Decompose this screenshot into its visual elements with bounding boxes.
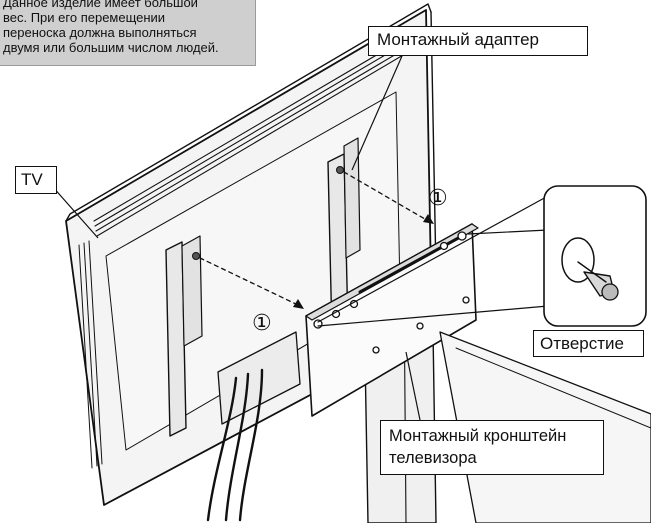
tv-bracket-label-line-2: телевизора xyxy=(389,449,477,467)
step-marker-left: ① xyxy=(252,311,272,336)
mounting-adapter-label: Монтажный адаптер xyxy=(368,26,588,56)
right-tv-bracket-tab xyxy=(343,137,361,259)
weight-warning-note: Данное изделие имеет большой вес. При ег… xyxy=(0,0,256,66)
tv-panel-top-edge xyxy=(65,3,432,222)
inset-screw-head xyxy=(601,283,619,301)
cable-cover xyxy=(217,331,301,425)
detail-zoom-lines xyxy=(317,195,549,327)
mounting-adapter-top xyxy=(305,223,479,321)
tv-bracket-label-line-1: Монтажный кронштейн xyxy=(389,427,567,445)
left-tv-bracket xyxy=(165,241,187,437)
hole-detail-inset xyxy=(543,185,647,327)
step-marker-right: ① xyxy=(428,186,448,211)
bracket-leader xyxy=(405,351,421,421)
left-arrow-head xyxy=(293,299,304,309)
tv-bracket-label: Монтажный кронштейн телевизора xyxy=(380,420,604,475)
adapter-leader xyxy=(351,55,403,171)
right-screw xyxy=(336,166,344,174)
warning-line-2: вес. При его перемещении xyxy=(3,10,166,25)
insertion-arrows xyxy=(199,171,431,307)
inset-hole-ring xyxy=(561,237,595,283)
cable-bundle xyxy=(206,368,264,522)
left-screw xyxy=(192,252,200,260)
tv-leader xyxy=(51,185,99,239)
adapter-holes xyxy=(313,231,470,354)
tv-top-vents xyxy=(93,32,416,237)
warning-line-3: переноска должна выполняться xyxy=(3,25,197,40)
tv-side-vents xyxy=(78,240,103,469)
hole-label: Отверстие xyxy=(533,330,644,357)
tv-label: TV xyxy=(15,166,57,194)
warning-line-4: двумя или большим числом людей. xyxy=(3,40,219,55)
stand-base-edge xyxy=(455,347,651,429)
warning-line-1: Данное изделие имеет большой xyxy=(3,0,198,10)
right-arrow-head xyxy=(423,214,434,224)
left-tv-bracket-tab xyxy=(181,235,203,347)
